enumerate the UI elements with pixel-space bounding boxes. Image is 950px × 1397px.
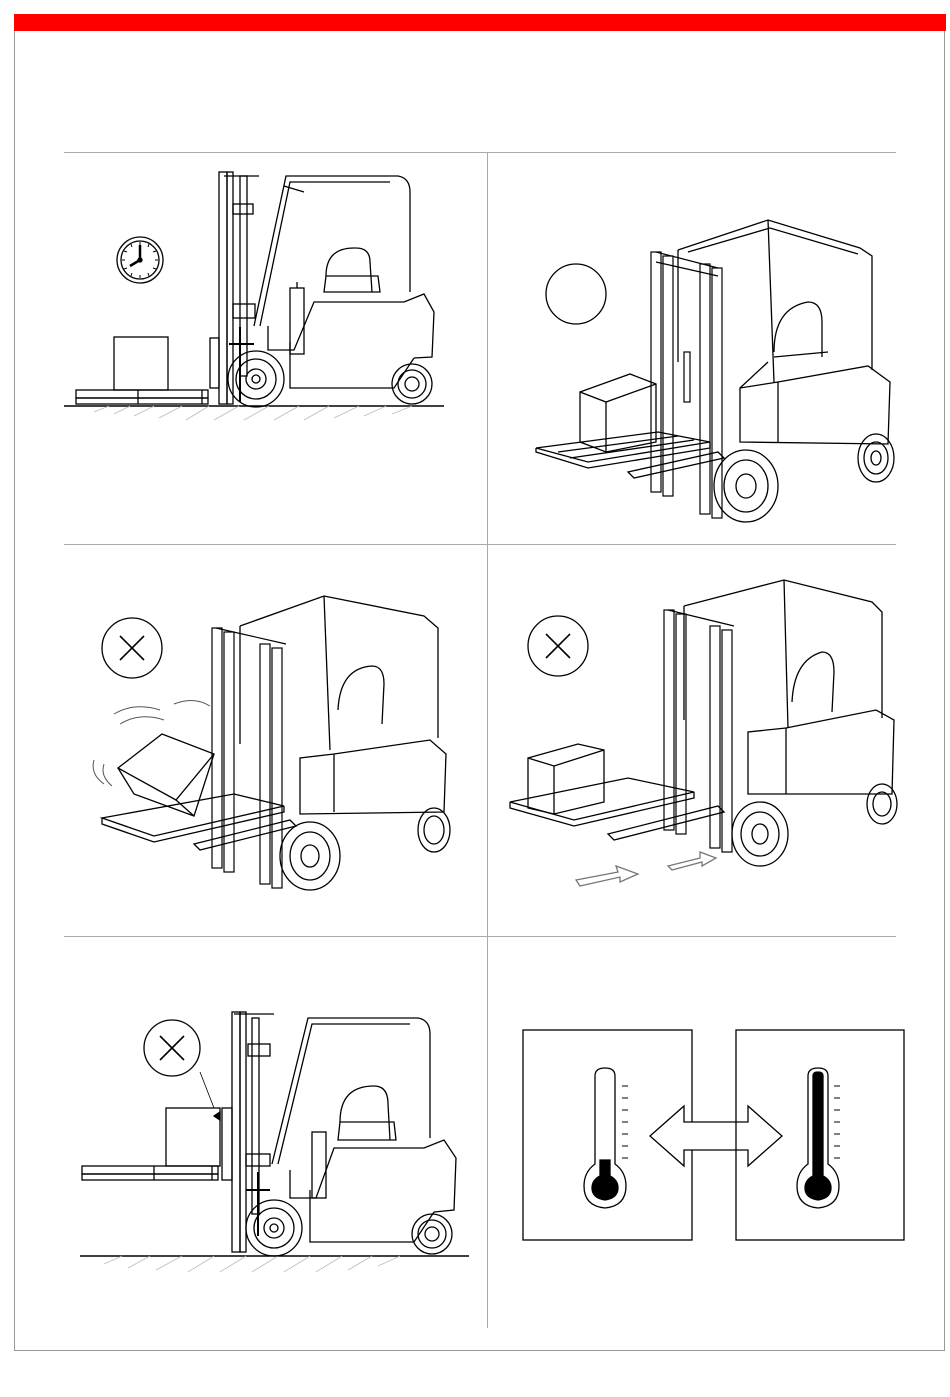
brand-bar [14, 14, 946, 31]
prohibited-x-icon [528, 616, 588, 676]
panel-forklift-raised-pallet [64, 936, 487, 1328]
prohibited-x-icon [144, 1020, 200, 1076]
double-arrow-icon [650, 1106, 782, 1166]
panel-forklift-travel [488, 544, 896, 936]
panel-temperature-change [488, 936, 896, 1328]
prohibited-x-icon [102, 618, 162, 678]
clock-icon [117, 237, 163, 283]
thermometer-hot-icon [797, 1068, 840, 1208]
panel-forklift-perspective [488, 152, 896, 544]
blank-circle-icon [546, 264, 606, 324]
panel-forklift-clock [64, 152, 487, 544]
thermometer-cold-icon [584, 1068, 628, 1208]
panel-forklift-unstable-load [64, 544, 487, 936]
